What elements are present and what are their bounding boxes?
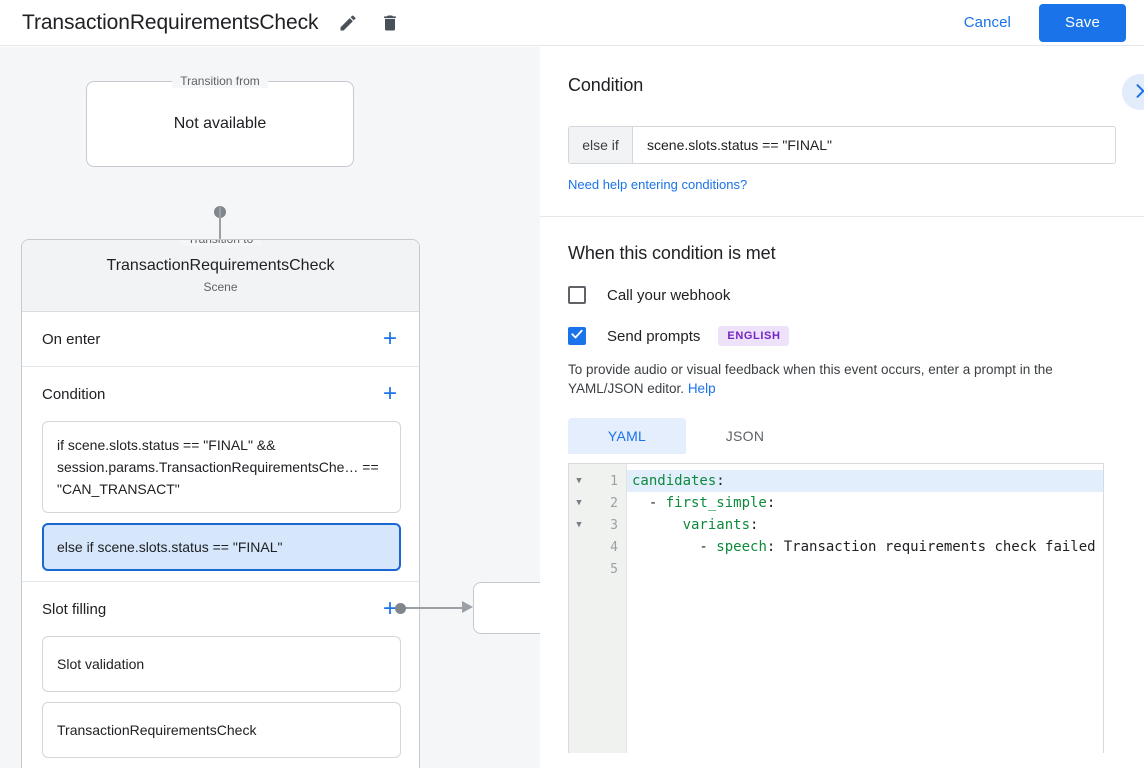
condition-help-link[interactable]: Need help entering conditions? [568,177,748,192]
webhook-row[interactable]: Call your webhook [568,286,1116,304]
editor-tabs: YAML JSON [568,418,1116,454]
gutter-row: 4 [569,536,626,558]
code-token-key: candidates [632,473,717,489]
code-token-punc: : [766,495,776,511]
tab-json[interactable]: JSON [725,428,765,444]
code-token-punc: - [632,539,717,555]
tab-yaml[interactable]: YAML [568,418,686,454]
code-line[interactable]: candidates: [627,470,1103,492]
line-number: 5 [610,561,618,577]
code-line[interactable]: - first_simple: [627,492,1103,514]
trash-icon [380,13,400,33]
code-token-punc: : [750,517,759,533]
condition-input-row[interactable]: else if [568,126,1116,164]
flow-canvas[interactable]: Transition from Not available Transition… [0,47,540,768]
send-prompts-label: Send prompts [607,327,701,345]
line-number: 3 [610,517,618,533]
gutter-row: ▼1 [569,470,626,492]
webhook-label: Call your webhook [607,286,731,304]
check-icon [570,327,584,346]
transition-to-header: TransactionRequirementsCheck Scene [22,240,419,312]
fold-arrow-icon[interactable]: ▼ [576,498,582,508]
transition-from-card[interactable]: Transition from Not available [86,74,354,167]
condition-section: Condition else if Need help entering con… [540,47,1144,217]
code-token-key: speech [716,539,767,555]
next-node-card[interactable] [473,582,540,634]
save-button[interactable]: Save [1039,3,1126,42]
pencil-icon [338,13,358,33]
code-token-punc: : [716,473,725,489]
code-token-val: : Transaction requirements check failed [766,539,1096,555]
code-line[interactable]: variants: [627,514,1103,536]
section-slot-filling: Slot filling + Slot validation Transacti… [22,582,419,758]
connector-line-vertical [219,207,221,262]
transition-from-value: Not available [173,115,267,132]
app-header: TransactionRequirementsCheck Cancel Save [0,0,1144,46]
condition-chip-selected[interactable]: else if scene.slots.status == "FINAL" [42,523,401,571]
page-title: TransactionRequirementsCheck [22,10,319,34]
section-on-enter: On enter + [22,312,419,367]
send-prompts-checkbox[interactable] [568,327,586,345]
add-condition-icon[interactable]: + [382,380,397,407]
section-on-enter-title: On enter [42,330,101,348]
transition-to-subtitle: Scene [203,280,238,294]
prompt-help-text-body: To provide audio or visual feedback when… [568,362,1053,396]
code-token-punc: - [632,495,666,511]
code-line[interactable] [627,558,1103,580]
cancel-button[interactable]: Cancel [950,6,1025,39]
slot-validation-chip[interactable]: Slot validation [42,636,401,692]
add-on-enter-icon[interactable]: + [382,325,397,352]
when-condition-met-section: When this condition is met Call your web… [540,217,1144,753]
code-token-punc [632,517,683,533]
gutter-row: 5 [569,558,626,580]
delete-button[interactable] [378,11,402,35]
chevron-right-icon [1130,81,1144,104]
section-slot-filling-title: Slot filling [42,600,107,618]
transition-to-legend: Transition to [179,240,262,246]
condition-operator[interactable]: else if [569,127,633,163]
outgoing-connector-dot [395,603,406,614]
when-met-heading: When this condition is met [568,243,776,263]
line-number: 4 [610,539,618,555]
section-slot-filling-head: Slot filling + [22,582,419,636]
transition-from-legend: Transition from [172,74,268,88]
add-slot-filling-icon[interactable]: + [382,595,397,622]
section-condition-title: Condition [42,385,106,403]
fold-arrow-icon[interactable]: ▼ [576,476,582,486]
outgoing-connector-arrow [462,601,473,613]
condition-chip[interactable]: if scene.slots.status == "FINAL" && sess… [42,421,401,513]
slot-filling-chip[interactable]: TransactionRequirementsCheck [42,702,401,758]
code-lines[interactable]: candidates: - first_simple: variants: - … [627,464,1103,753]
fold-arrow-icon[interactable]: ▼ [576,520,582,530]
condition-expression-input[interactable] [633,127,1115,163]
transition-to-title: TransactionRequirementsCheck [106,257,335,274]
expand-panel-button[interactable] [1122,74,1144,110]
transition-to-card[interactable]: Transition to TransactionRequirementsChe… [21,239,420,768]
line-number: 1 [610,473,618,489]
condition-heading: Condition [568,75,644,95]
language-badge: ENGLISH [718,326,790,346]
send-prompts-row[interactable]: Send prompts ENGLISH [568,326,1116,346]
gutter-row: ▼3 [569,514,626,536]
code-line[interactable]: - speech: Transaction requirements check… [627,536,1103,558]
edit-title-button[interactable] [336,11,360,35]
webhook-checkbox[interactable] [568,286,586,304]
gutter-row: ▼2 [569,492,626,514]
outgoing-connector-line [404,607,464,609]
prompt-help-link[interactable]: Help [687,381,716,396]
code-token-key: first_simple [665,495,767,511]
detail-panel: Condition else if Need help entering con… [540,47,1144,768]
prompt-help-text: To provide audio or visual feedback when… [568,360,1116,398]
section-condition-head: Condition + [22,367,419,421]
section-condition: Condition + if scene.slots.status == "FI… [22,367,419,582]
header-actions: Cancel Save [950,3,1126,42]
line-number: 2 [610,495,618,511]
section-on-enter-head: On enter + [22,312,419,366]
code-token-key: variants [682,517,751,533]
